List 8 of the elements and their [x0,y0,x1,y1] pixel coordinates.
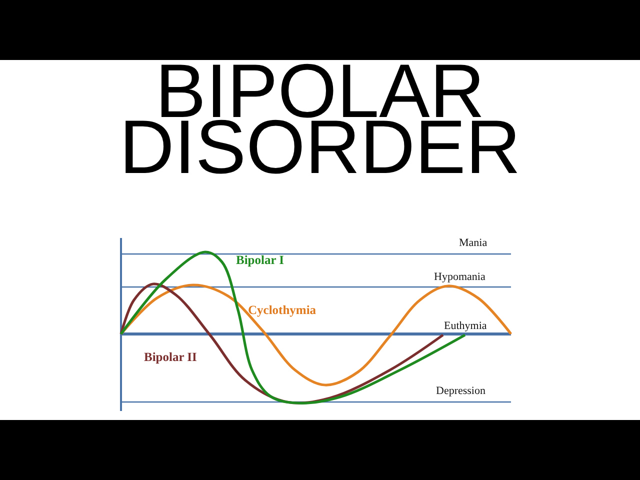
level-label: Euthymia [444,320,487,333]
level-label: Hypomania [434,271,486,284]
curve-label: Cyclothymia [248,304,316,317]
curve-label: Bipolar II [144,351,197,364]
level-label: Mania [459,237,488,250]
title: BIPOLAR DISORDER [118,64,522,176]
level-label: Depression [436,385,486,398]
curve-label: Bipolar I [236,254,284,267]
